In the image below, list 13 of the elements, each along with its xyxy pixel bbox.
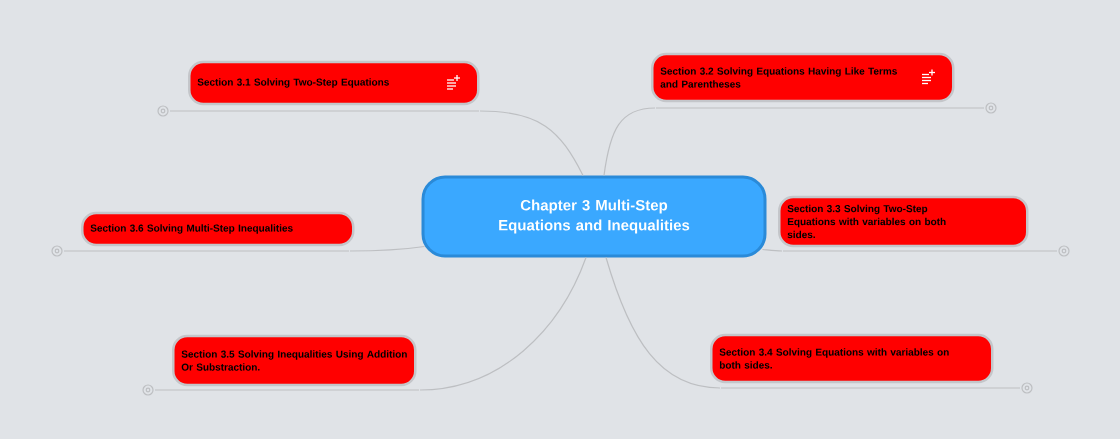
subtopic-box: Section 3.3 Solving Two-Step Equations with variables on both sides. (778, 195, 1029, 248)
topic-box: Chapter 3 Multi-Step Equations and Inequalities (421, 175, 767, 258)
connector (349, 245, 426, 252)
connector (419, 256, 587, 391)
subtopic-box: Section 3.5 Solving Inequalities Using Addition Or Substraction. (172, 334, 417, 387)
connector (479, 110, 584, 177)
connector (605, 256, 721, 389)
subtopic-box: Section 3.1 Solving Two-Step Equations (188, 60, 480, 106)
subtopic-box: Section 3.2 Solving Equations Having Like Terms and Parentheses (651, 52, 955, 103)
connector (761, 248, 783, 252)
subtopic-box: Section 3.6 Solving Multi-Step Inequalities (81, 211, 355, 247)
subtopic-box: Section 3.4 Solving Equations with variables on both sides. (710, 333, 994, 384)
connector (603, 107, 656, 177)
